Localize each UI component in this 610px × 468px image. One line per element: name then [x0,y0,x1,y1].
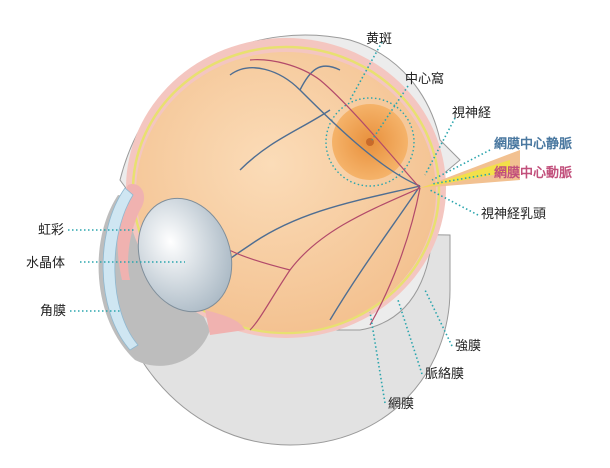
optic-nerve [420,150,520,188]
fovea [366,138,374,146]
cornea [102,187,139,351]
ciliary-body [205,310,245,335]
label-retina: 網膜 [388,397,414,412]
label-macula: 黄斑 [366,32,392,47]
macula-outline [325,97,415,187]
label-iris: 虹彩 [38,223,64,238]
lens [137,197,233,313]
label-central-retinal-vein: 網膜中心静脈 [494,136,572,152]
label-fovea: 中心窩 [405,71,444,87]
label-choroid: 脈絡膜 [425,366,464,382]
leader-lines [68,41,491,404]
label-cornea: 角膜 [40,304,66,319]
label-optic-nerve: 視神経 [452,106,491,121]
label-lens: 水晶体 [26,256,65,271]
label-central-retinal-artery: 網膜中心動脈 [494,165,572,181]
label-sclera: 強膜 [455,339,481,354]
label-optic-disc: 視神経乳頭 [481,207,546,222]
optic-nerve-core [420,160,510,188]
